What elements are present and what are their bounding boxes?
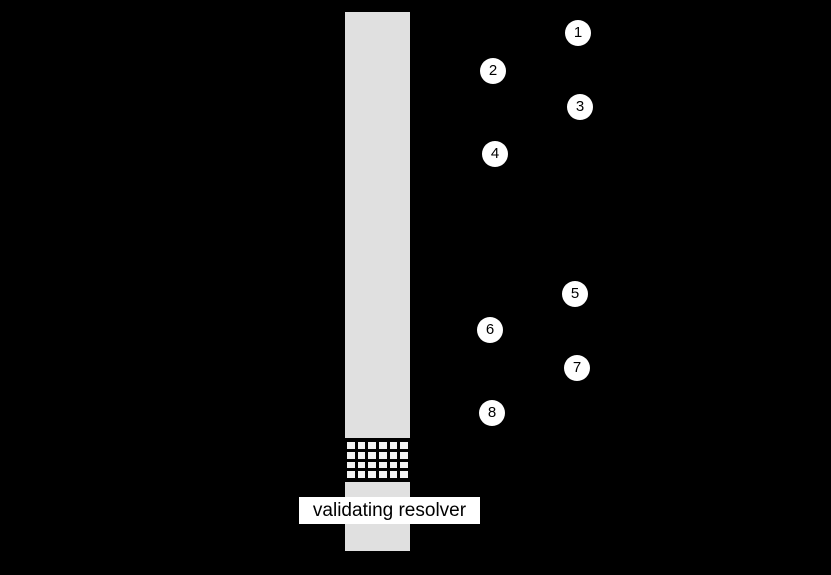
firewall-grid-icon bbox=[345, 440, 410, 480]
grid-cell bbox=[357, 461, 366, 469]
grid-cell bbox=[357, 442, 366, 449]
step-marker-3: 3 bbox=[567, 94, 593, 120]
grid-cell bbox=[378, 471, 387, 478]
grid-cell bbox=[347, 451, 355, 459]
step-marker-1: 1 bbox=[565, 20, 591, 46]
step-marker-7: 7 bbox=[564, 355, 590, 381]
grid-cell bbox=[347, 442, 355, 449]
step-marker-6: 6 bbox=[477, 317, 503, 343]
grid-cell bbox=[368, 471, 376, 478]
grid-cell bbox=[400, 471, 408, 478]
grid-cell bbox=[400, 451, 408, 459]
grid-cell bbox=[378, 461, 387, 469]
validating-resolver-label: validating resolver bbox=[299, 497, 480, 524]
grid-cell bbox=[368, 461, 376, 469]
step-marker-2: 2 bbox=[480, 58, 506, 84]
step-marker-5: 5 bbox=[562, 281, 588, 307]
resolver-lifeline bbox=[345, 12, 410, 438]
step-marker-8: 8 bbox=[479, 400, 505, 426]
grid-cell bbox=[389, 471, 398, 478]
grid-cell bbox=[389, 461, 398, 469]
grid-cell bbox=[347, 461, 355, 469]
grid-cell bbox=[347, 471, 355, 478]
grid-cell bbox=[357, 471, 366, 478]
grid-cell bbox=[378, 442, 387, 449]
step-marker-4: 4 bbox=[482, 141, 508, 167]
grid-cell bbox=[378, 451, 387, 459]
grid-cell bbox=[400, 461, 408, 469]
grid-cell bbox=[368, 451, 376, 459]
grid-cell bbox=[389, 442, 398, 449]
grid-cell bbox=[357, 451, 366, 459]
grid-cell bbox=[389, 451, 398, 459]
grid-cell bbox=[368, 442, 376, 449]
grid-cell bbox=[400, 442, 408, 449]
